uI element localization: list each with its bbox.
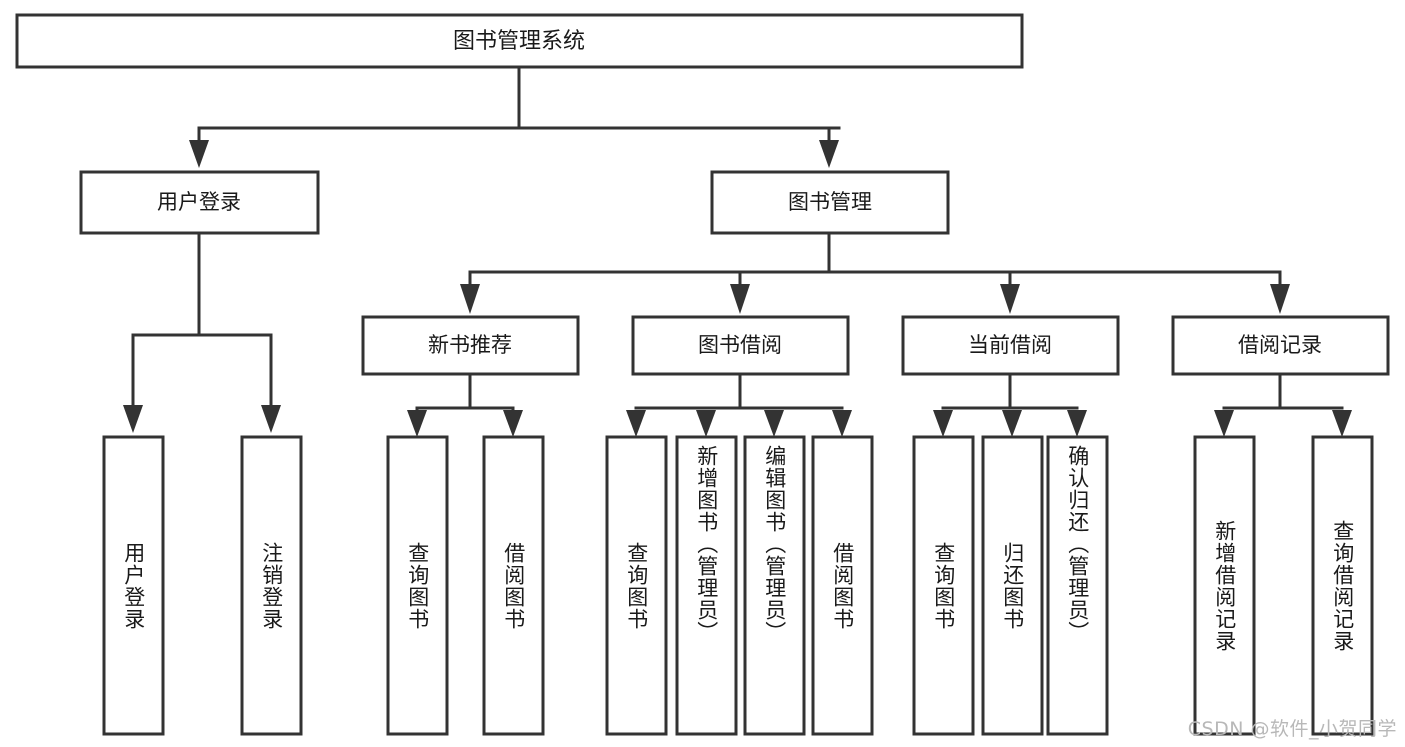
arrow-leaf-user-logout: [261, 405, 281, 433]
leaf-query-record-box[interactable]: [1311, 435, 1374, 736]
leaf-query-book-2-box[interactable]: [605, 435, 668, 736]
arrow-leaf-query-book-3: [933, 410, 953, 437]
leaf-confirm-return-box[interactable]: [1046, 435, 1109, 736]
arrow-leaf-query-book-2: [626, 410, 646, 437]
leaf-borrow-book-2-box[interactable]: [811, 435, 874, 736]
leaf-query-book-3-box[interactable]: [912, 435, 975, 736]
node-borrow-record[interactable]: 借阅记录: [1171, 315, 1390, 376]
leaf-add-record-box[interactable]: [1193, 435, 1256, 736]
arrow-leaf-return-book: [1002, 410, 1022, 437]
node-root[interactable]: 图书管理系统: [15, 13, 1024, 69]
leaf-user-login-box[interactable]: [102, 435, 165, 736]
arrow-borrow-record: [1270, 284, 1290, 314]
node-root-box[interactable]: [15, 13, 1024, 69]
arrow-leaf-query-record: [1332, 410, 1352, 437]
arrow-leaf-add-book: [696, 410, 716, 437]
arrow-book-manage: [819, 140, 839, 168]
connectors: [123, 65, 1352, 437]
leaf-boxes: [102, 435, 1374, 736]
node-current-borrow[interactable]: 当前借阅: [901, 315, 1120, 376]
node-borrow-record-box[interactable]: [1171, 315, 1390, 376]
leaf-query-book-1-box[interactable]: [386, 435, 449, 736]
arrow-leaf-user-login: [123, 405, 143, 433]
arrow-leaf-borrow-book-2: [832, 410, 852, 437]
node-new-book-recommend[interactable]: 新书推荐: [361, 315, 580, 376]
leaf-edit-book-box[interactable]: [743, 435, 806, 736]
arrow-leaf-query-book-1: [407, 410, 427, 437]
leaf-borrow-book-1-box[interactable]: [482, 435, 545, 736]
leaf-add-book-box[interactable]: [675, 435, 738, 736]
node-user-login[interactable]: 用户登录: [79, 170, 320, 235]
node-new-book-recommend-label: 新书推荐: [428, 333, 512, 357]
node-user-login-label: 用户登录: [157, 190, 241, 214]
node-book-borrow-box[interactable]: [631, 315, 850, 376]
arrow-leaf-borrow-book-1: [503, 410, 523, 437]
node-current-borrow-box[interactable]: [901, 315, 1120, 376]
leaf-return-book-box[interactable]: [981, 435, 1044, 736]
node-book-manage-box[interactable]: [710, 170, 950, 235]
node-new-book-recommend-box[interactable]: [361, 315, 580, 376]
node-book-borrow[interactable]: 图书借阅: [631, 315, 850, 376]
arrow-user-login: [189, 140, 209, 168]
arrow-leaf-edit-book: [764, 410, 784, 437]
node-user-login-box[interactable]: [79, 170, 320, 235]
node-book-borrow-label: 图书借阅: [698, 333, 782, 357]
arrow-new-book-recommend: [460, 284, 480, 314]
arrow-current-borrow: [1000, 284, 1020, 314]
node-book-manage-label: 图书管理: [788, 190, 872, 214]
leaf-user-logout-box[interactable]: [240, 435, 303, 736]
arrow-leaf-add-record: [1214, 410, 1234, 437]
node-borrow-record-label: 借阅记录: [1238, 333, 1322, 357]
node-current-borrow-label: 当前借阅: [968, 333, 1052, 357]
node-root-label: 图书管理系统: [453, 29, 585, 54]
arrow-book-borrow: [730, 284, 750, 314]
arrow-leaf-confirm-return: [1067, 410, 1087, 437]
node-book-manage[interactable]: 图书管理: [710, 170, 950, 235]
